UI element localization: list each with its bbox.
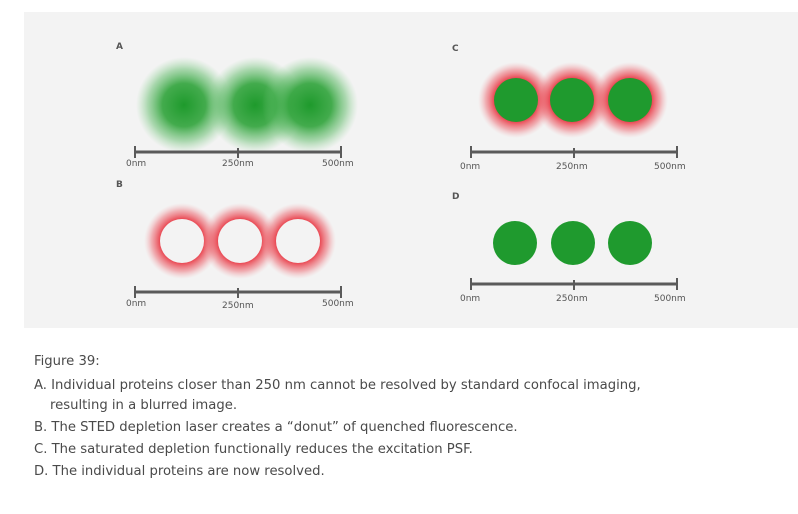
reduced-psf-3 [608, 78, 652, 122]
caption-title: Figure 39: [34, 354, 100, 369]
resolved-protein-3 [608, 221, 652, 265]
donut-hole-1 [160, 219, 204, 263]
donut-hole-2 [218, 219, 262, 263]
caption-item-a-line2: resulting in a blurred image. [50, 398, 238, 413]
panel-c-tick-250: 250nm [556, 162, 588, 172]
figure-caption: Figure 39: A. Individual proteins closer… [34, 352, 774, 482]
panel-d: D 0nm 250nm 500nm [452, 192, 686, 304]
caption-item-b: B. The STED depletion laser creates a “d… [34, 420, 518, 435]
panel-c-scale-bar [470, 146, 678, 158]
panel-b-label: B [116, 180, 123, 190]
panel-d-tick-0: 0nm [460, 294, 480, 304]
resolved-protein-2 [551, 221, 595, 265]
figure-illustration: A 0nm 250nm 500nm B [116, 42, 686, 311]
panel-c-tick-500: 500nm [654, 162, 686, 172]
blurred-protein-1 [136, 57, 232, 153]
panel-a-tick-0: 0nm [126, 159, 146, 169]
panel-b-tick-500: 500nm [322, 299, 354, 309]
panel-d-scale-bar [470, 278, 678, 290]
caption-item-a-line1: A. Individual proteins closer than 250 n… [34, 378, 641, 393]
panel-d-tick-500: 500nm [654, 294, 686, 304]
panel-a: A 0nm 250nm 500nm [116, 42, 358, 169]
panel-a-label: A [116, 42, 123, 52]
panel-b: B 0nm 250nm 500nm [116, 180, 354, 311]
panel-b-tick-0: 0nm [126, 299, 146, 309]
panel-a-tick-250: 250nm [222, 159, 254, 169]
panel-d-tick-250: 250nm [556, 294, 588, 304]
panel-b-scale-bar [134, 286, 342, 298]
caption-item-d: D. The individual proteins are now resol… [34, 464, 325, 479]
panel-c-label: C [452, 44, 459, 54]
resolved-protein-1 [493, 221, 537, 265]
panel-a-tick-500: 500nm [322, 159, 354, 169]
panel-c: C 0nm 250nm 500nm [452, 44, 686, 172]
figure-panel: A 0nm 250nm 500nm B [24, 12, 798, 328]
caption-item-a: A. Individual proteins closer than 250 n… [34, 376, 774, 416]
reduced-psf-1 [494, 78, 538, 122]
caption-item-c: C. The saturated depletion functionally … [34, 442, 473, 457]
reduced-psf-2 [550, 78, 594, 122]
blurred-protein-3 [262, 57, 358, 153]
panel-c-tick-0: 0nm [460, 162, 480, 172]
panel-d-label: D [452, 192, 459, 202]
donut-hole-3 [276, 219, 320, 263]
panel-b-tick-250: 250nm [222, 301, 254, 311]
panel-a-scale-bar [134, 146, 342, 158]
